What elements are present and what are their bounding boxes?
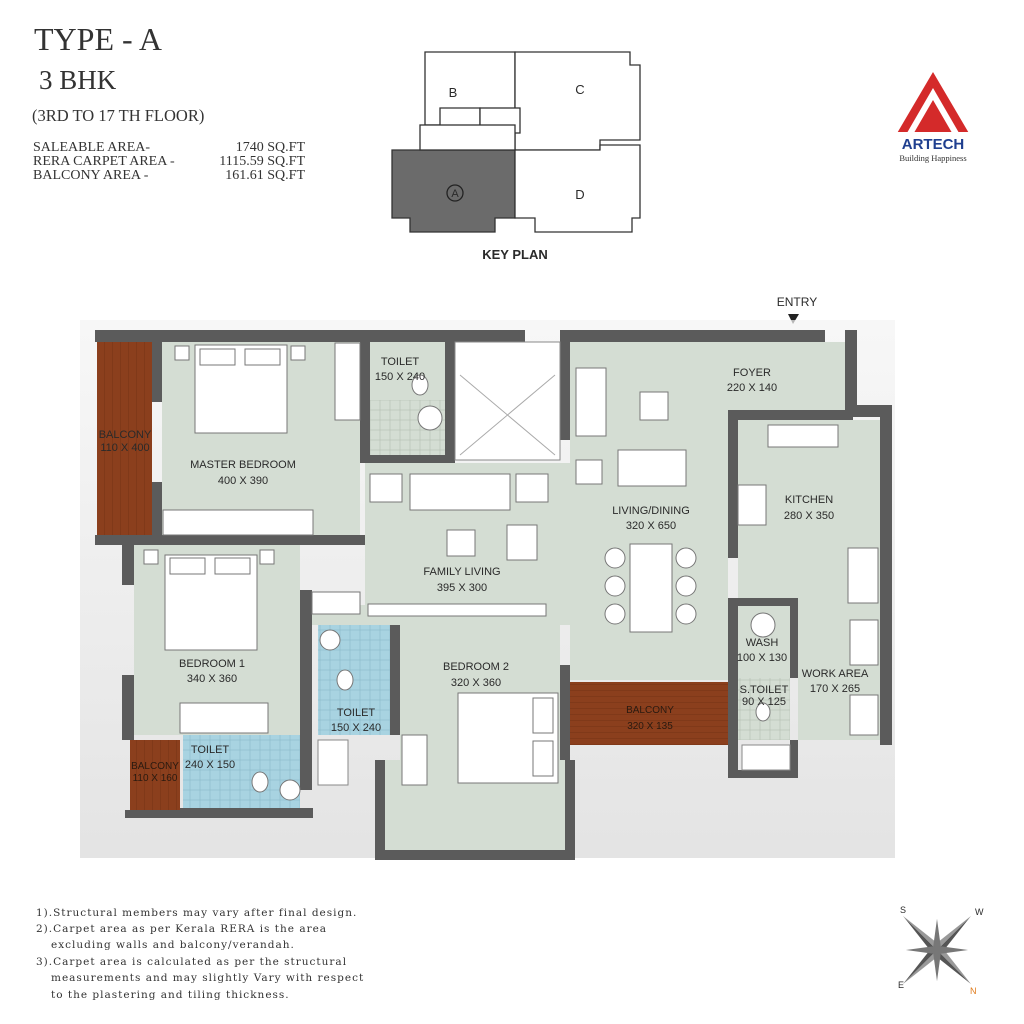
- room-name: BEDROOM 1: [179, 658, 245, 670]
- compass-icon: [903, 916, 971, 984]
- key-corridor: [419, 124, 516, 151]
- area-value: 1115.59 SQ.FT: [219, 154, 305, 169]
- room-name: FAMILY LIVING: [423, 566, 500, 578]
- key-block-d: [514, 144, 641, 233]
- key-label-c: C: [575, 82, 584, 97]
- room-name: BALCONY: [131, 761, 179, 772]
- note-line: excluding walls and balcony/verandah.: [51, 939, 295, 951]
- key-label-a: A: [451, 188, 459, 200]
- armchair: [369, 473, 403, 503]
- room-size: 150 X 240: [375, 371, 425, 383]
- compass-w: W: [975, 907, 984, 917]
- counter: [367, 603, 547, 617]
- room-name: BALCONY: [99, 429, 152, 441]
- room-name: TOILET: [337, 707, 376, 719]
- key-label-d: D: [575, 187, 584, 202]
- type-title: TYPE - A: [34, 21, 162, 57]
- hob: [737, 484, 767, 526]
- room-size: 220 X 140: [727, 382, 777, 394]
- room-name: LIVING/DINING: [612, 505, 690, 517]
- room-size: 90 X 125: [742, 696, 786, 708]
- room-name: S.TOILET: [740, 684, 789, 696]
- room-name: FOYER: [733, 367, 771, 379]
- key-block-a-marker: [446, 184, 464, 202]
- entry-arrow-icon: [788, 314, 799, 324]
- header: TYPE - A 3 BHK (3RD TO 17 TH FLOOR) SALE…: [32, 21, 305, 183]
- room-size: 400 X 390: [218, 475, 268, 487]
- floor-range: (3RD TO 17 TH FLOOR): [32, 106, 204, 125]
- room-size: 340 X 360: [187, 673, 237, 685]
- duct: [741, 744, 791, 771]
- foyer-floor: [728, 342, 845, 410]
- note-line: 1).Structural members may vary after fin…: [36, 907, 357, 919]
- room-name: TOILET: [191, 744, 230, 756]
- sofa: [575, 367, 607, 437]
- key-plan-title: KEY PLAN: [482, 247, 548, 262]
- key-label-b: B: [449, 85, 458, 100]
- compass-e: E: [898, 980, 904, 990]
- shaft: [454, 341, 561, 461]
- area-label: RERA CARPET AREA -: [33, 154, 175, 169]
- room-name: BEDROOM 2: [443, 661, 509, 673]
- washbasin: [750, 612, 776, 638]
- room-size: 395 X 300: [437, 582, 487, 594]
- room-size: 110 X 400: [100, 442, 149, 454]
- room-name: MASTER BEDROOM: [190, 459, 296, 471]
- logo-tagline: Building Happiness: [899, 153, 966, 163]
- sofa: [409, 473, 511, 511]
- room-size: 150 X 240: [331, 722, 381, 734]
- note-line: 2).Carpet area as per Kerala RERA is the…: [36, 923, 327, 935]
- sofa: [617, 449, 687, 487]
- room-size: 170 X 265: [810, 683, 860, 695]
- duct: [317, 739, 349, 786]
- walls: [95, 330, 892, 860]
- area-label: SALEABLE AREA-: [33, 140, 150, 155]
- key-block-c: [514, 51, 641, 151]
- logo-name: ARTECH: [902, 136, 965, 153]
- wardrobe: [311, 591, 361, 615]
- room-size: 240 X 150: [185, 759, 235, 771]
- room-name: BALCONY: [626, 705, 674, 716]
- fridge: [847, 547, 879, 604]
- compass-n: N: [970, 986, 977, 996]
- artech-logo: ARTECH Building Happiness: [884, 72, 982, 163]
- kitchen-sink: [767, 424, 839, 448]
- wardrobe: [179, 702, 269, 734]
- room-name: WASH: [746, 637, 779, 649]
- room-labels: BALCONY 110 X 400 MASTER BEDROOM 400 X 3…: [99, 356, 869, 784]
- room-size: 320 X 135: [627, 721, 673, 732]
- room-name: WORK AREA: [802, 668, 869, 680]
- compass-s: S: [900, 905, 906, 915]
- armchair: [515, 473, 549, 503]
- note-line: to the plastering and tiling thickness.: [51, 989, 290, 1001]
- room-size: 320 X 650: [626, 520, 676, 532]
- room-name: KITCHEN: [785, 494, 833, 506]
- key-plan: [391, 51, 641, 233]
- notes: 1).Structural members may vary after fin…: [36, 907, 364, 1001]
- furniture: [143, 342, 879, 801]
- area-label: BALCONY AREA -: [33, 168, 149, 183]
- note-line: 3).Carpet area is calculated as per the …: [36, 956, 347, 968]
- entry-label: ENTRY: [777, 295, 817, 309]
- room-size: 110 X 160: [133, 773, 178, 784]
- wc: [411, 374, 429, 396]
- room-size: 320 X 360: [451, 677, 501, 689]
- area-value: 161.61 SQ.FT: [225, 168, 305, 183]
- area-value: 1740 SQ.FT: [236, 140, 306, 155]
- wardrobe: [401, 734, 428, 786]
- note-line: measurements and may slightly Vary with …: [51, 972, 364, 984]
- room-size: 280 X 350: [784, 510, 834, 522]
- dining-table: [629, 543, 673, 633]
- bhk-title: 3 BHK: [39, 65, 117, 95]
- room-size: 100 X 130: [737, 652, 787, 664]
- wardrobe: [334, 342, 361, 421]
- room-name: TOILET: [381, 356, 420, 368]
- wardrobe: [162, 509, 314, 536]
